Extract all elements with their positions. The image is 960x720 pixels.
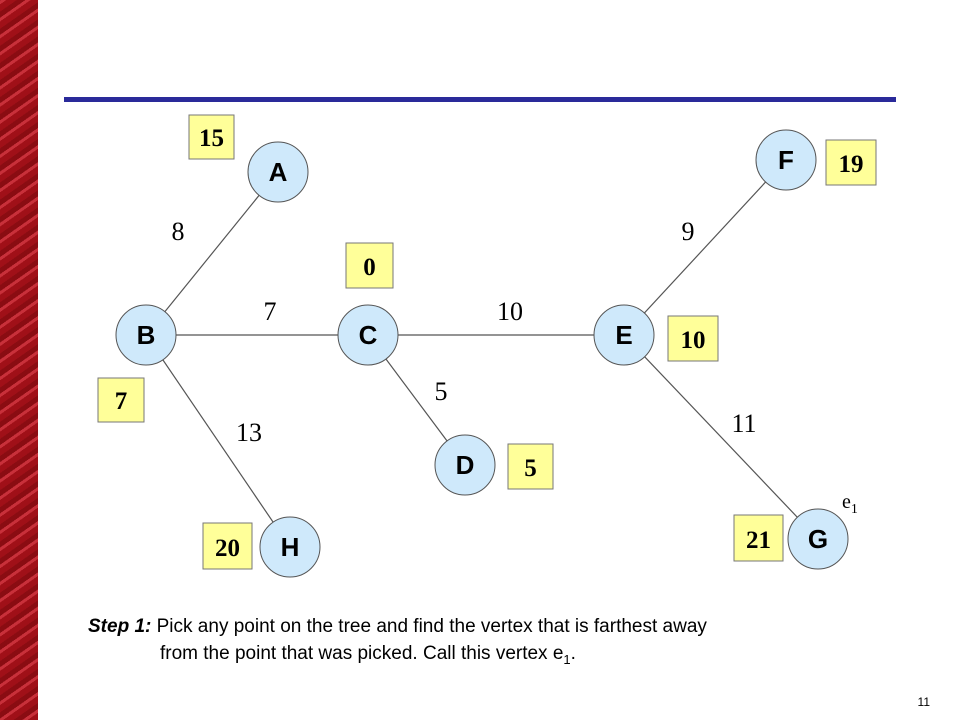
- distance-box-c: 0: [345, 242, 394, 289]
- node-g: G: [787, 508, 849, 570]
- distance-box-h: 20: [202, 522, 253, 570]
- distance-value-b: 7: [115, 388, 128, 415]
- node-c: C: [337, 304, 399, 366]
- caption-line2: from the point that was picked. Call thi…: [88, 640, 908, 673]
- node-label-f: F: [778, 145, 794, 175]
- node-label-h: H: [281, 532, 300, 562]
- distance-box-e: 10: [667, 315, 719, 362]
- node-label-g: G: [808, 524, 828, 554]
- distance-value-d: 5: [524, 455, 537, 482]
- edge-e-f: [623, 159, 787, 336]
- decorative-side-band: [0, 0, 38, 720]
- page-number: 11: [917, 695, 930, 709]
- distance-box-d: 5: [507, 443, 554, 490]
- weight-label-b-c: 7: [264, 297, 277, 326]
- distance-box-a: 15: [188, 114, 235, 160]
- node-e: E: [593, 304, 655, 366]
- weight-label-b-h: 13: [236, 418, 262, 447]
- node-d: D: [434, 434, 496, 496]
- distance-box-b: 7: [97, 377, 145, 423]
- node-a: A: [247, 141, 309, 203]
- distance-value-f: 19: [839, 151, 864, 178]
- distance-value-h: 20: [215, 535, 240, 562]
- caption-line2-end: .: [570, 643, 576, 664]
- step-caption: Step 1: Pick any point on the tree and f…: [88, 613, 908, 673]
- weight-label-e-g: 11: [731, 409, 756, 438]
- distance-value-g: 21: [746, 527, 771, 554]
- marker-subscript: 1: [851, 502, 858, 517]
- weight-label-e-f: 9: [682, 217, 695, 246]
- step-label: Step 1:: [88, 616, 152, 637]
- node-label-a: A: [269, 157, 288, 187]
- distance-value-a: 15: [199, 125, 224, 152]
- node-label-e: E: [615, 320, 632, 350]
- node-b: B: [115, 304, 177, 366]
- distance-value-c: 0: [363, 254, 376, 281]
- weight-label-b-a: 8: [172, 217, 185, 246]
- node-h: H: [259, 516, 321, 578]
- node-label-c: C: [359, 320, 378, 350]
- node-label-d: D: [456, 450, 475, 480]
- caption-line2-text: from the point that was picked. Call thi…: [160, 643, 564, 664]
- distance-box-f: 19: [825, 139, 877, 186]
- edge-b-h: [145, 334, 291, 548]
- weight-label-c-e: 10: [497, 297, 523, 326]
- node-label-b: B: [137, 320, 156, 350]
- edge-e-g: [623, 334, 819, 540]
- marker-base: e: [842, 491, 851, 513]
- node-f: F: [755, 129, 817, 191]
- distance-box-g: 21: [733, 514, 784, 562]
- caption-subscript: 1: [563, 651, 571, 667]
- caption-line1: Pick any point on the tree and find the …: [151, 616, 707, 637]
- weight-label-c-d: 5: [435, 377, 448, 406]
- edge-b-a: [145, 171, 279, 336]
- vertex-marker-e1: e1: [842, 491, 858, 517]
- title-divider: [64, 97, 896, 102]
- distance-value-e: 10: [681, 327, 706, 354]
